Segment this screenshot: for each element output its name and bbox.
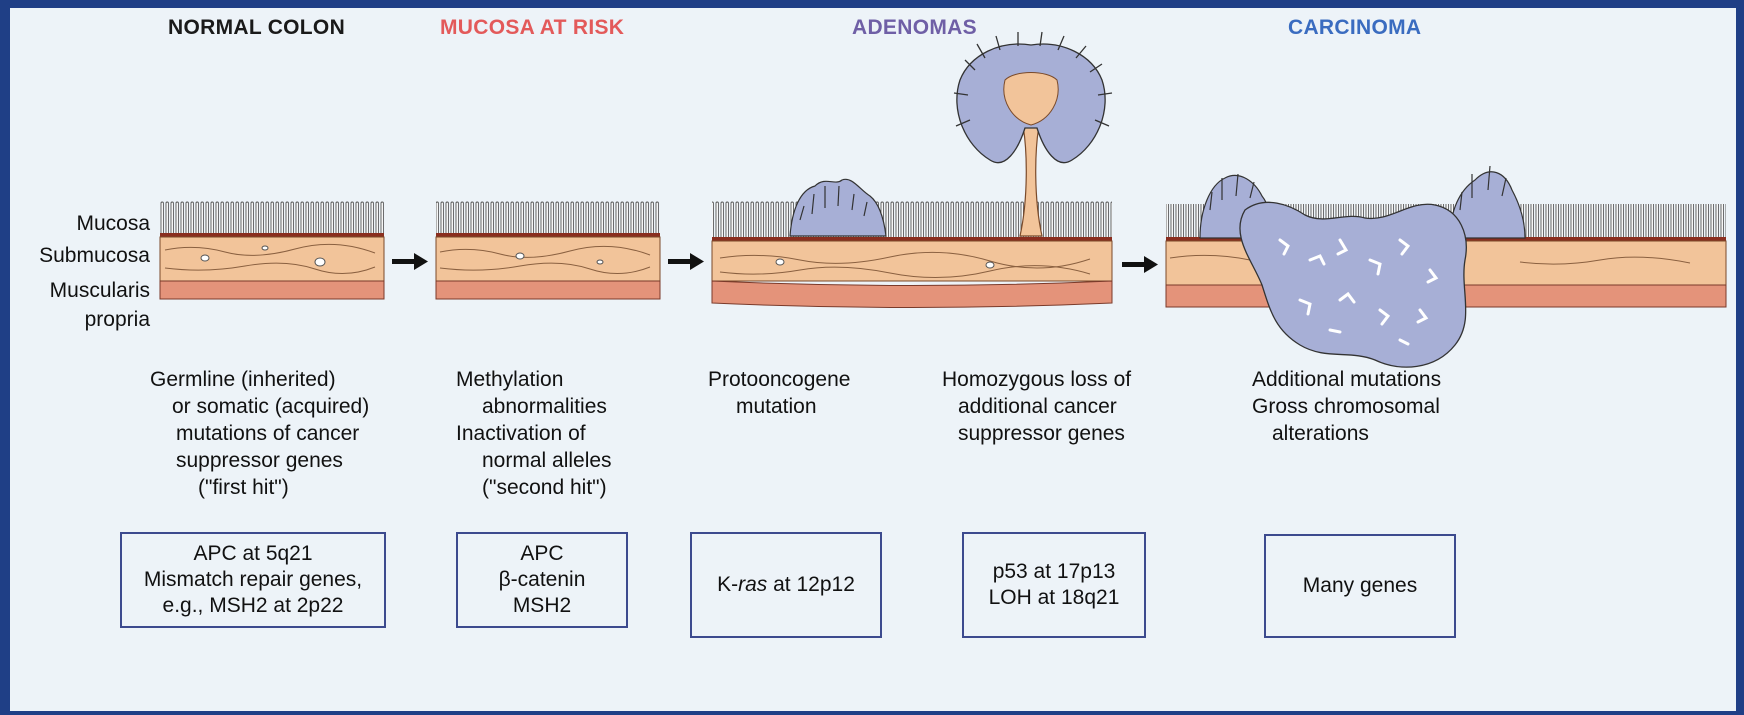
layer-label-submucosa: Submucosa	[14, 244, 150, 268]
gene-box-p53: p53 at 17p13 LOH at 18q21	[962, 532, 1146, 638]
description-additional: Additional mutations Gross chromosomal a…	[1252, 366, 1441, 447]
arrow-3	[1122, 256, 1158, 273]
description-germline: Germline (inherited) or somatic (acquire…	[150, 366, 369, 501]
description-homozygous: Homozygous loss of additional cancer sup…	[942, 366, 1131, 447]
arrow-1	[392, 253, 428, 270]
stage-title-normal-colon: NORMAL COLON	[168, 16, 345, 40]
gene-box-kras: K-ras at 12p12	[690, 532, 882, 638]
adenomas-tissue	[712, 32, 1112, 308]
gene-box-apc-catenin: APC β-catenin MSH2	[456, 532, 628, 628]
normal-colon-tissue	[160, 200, 384, 299]
mucosa-at-risk-tissue	[436, 200, 660, 299]
stage-title-mucosa-at-risk: MUCOSA AT RISK	[440, 16, 624, 40]
description-methylation: Methylation abnormalities Inactivation o…	[456, 366, 612, 501]
stage-title-carcinoma: CARCINOMA	[1288, 16, 1421, 40]
carcinoma-tissue	[1166, 166, 1726, 367]
gene-box-many-genes: Many genes	[1264, 534, 1456, 638]
gene-box-apc-5q21: APC at 5q21 Mismatch repair genes, e.g.,…	[120, 532, 386, 628]
description-protooncogene: Protooncogene mutation	[708, 366, 850, 420]
layer-label-muscularis: Muscularis	[14, 279, 150, 303]
stage-title-adenomas: ADENOMAS	[852, 16, 977, 40]
arrow-2	[668, 253, 704, 270]
layer-label-mucosa: Mucosa	[30, 212, 150, 236]
layer-label-propria: propria	[14, 308, 150, 332]
